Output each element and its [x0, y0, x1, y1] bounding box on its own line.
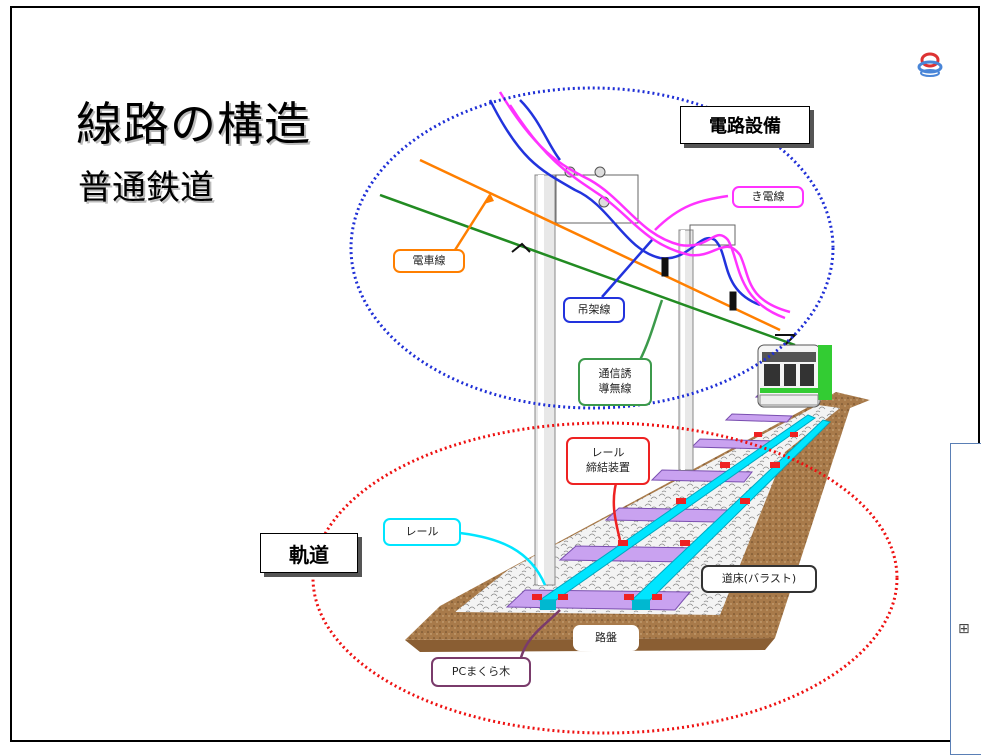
slide-subtitle: 普通鉄道	[78, 168, 214, 208]
induction-radio-wire-label: 通信誘 導無線	[578, 358, 652, 406]
feeder-label: き電線	[732, 186, 804, 208]
electrical-equipment-ellipse	[349, 86, 835, 410]
rails	[538, 414, 831, 610]
slide-title: 線路の構造	[76, 97, 311, 151]
messenger-wire-label: 吊架線	[563, 297, 625, 323]
mlit-logo-icon	[917, 52, 943, 77]
catenary-poles	[534, 166, 736, 586]
ballast-label: 道床(バラスト)	[701, 565, 817, 593]
electrical-equipment-title: 電路設備	[680, 106, 810, 144]
slide-frame	[10, 6, 980, 742]
pc-sleeper-label: PCまくら木	[431, 657, 531, 687]
train	[757, 334, 832, 408]
overhead-wires	[379, 91, 796, 347]
rail-label: レール	[383, 518, 461, 546]
contact-wire-label: 電車線	[393, 249, 465, 273]
track-title: 軌道	[260, 533, 358, 573]
side-panel	[950, 443, 981, 755]
roadbed-label: 路盤	[573, 625, 639, 651]
rail-fastening-label: レール 締結装置	[566, 437, 650, 485]
side-panel-icon: ⊞	[958, 621, 970, 637]
rail-fasteners	[532, 432, 798, 600]
track-ellipse	[311, 421, 899, 735]
